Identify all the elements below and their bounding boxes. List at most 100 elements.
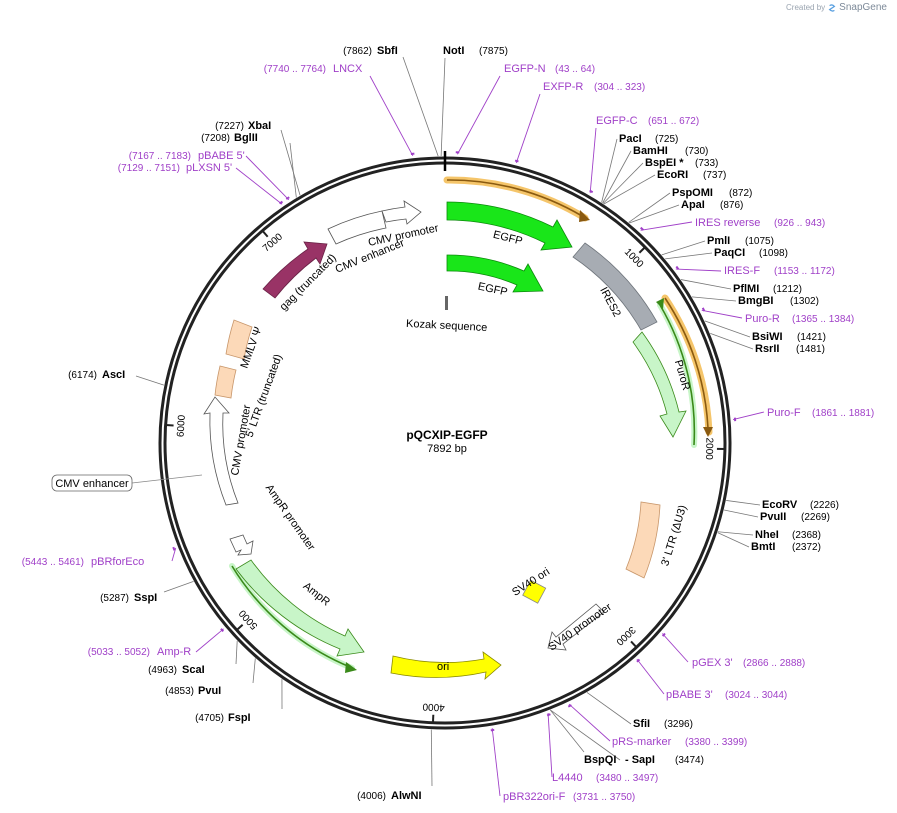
site-label-xbai: (7227) xyxy=(215,121,244,132)
feature-label-kozak: Kozak sequence xyxy=(406,318,488,334)
site-name-sfii: SfiI xyxy=(633,718,650,730)
primer-range-plxsn-5: (7129 .. 7151) xyxy=(118,163,180,174)
feature-label-cmv-enhancer-box: CMV enhancer xyxy=(55,478,129,490)
primer-name-egfp-n: EGFP-N xyxy=(504,63,546,75)
site-connector xyxy=(661,240,706,256)
site-connector xyxy=(717,531,754,536)
ampr-arrow xyxy=(235,559,365,657)
primer-mark xyxy=(567,704,572,708)
primer-connector xyxy=(245,155,290,201)
snapgene-logo-icon xyxy=(828,3,836,12)
tick-label: 6000 xyxy=(175,414,187,437)
site-label-pvuii: (2269) xyxy=(801,512,830,523)
cmv-enhancer-label-box: CMV enhancer xyxy=(51,474,203,492)
plasmid-size: 7892 bp xyxy=(427,443,467,455)
site-connector xyxy=(280,129,301,196)
primer-name-exfp-r: EXFP-R xyxy=(543,81,583,93)
site-name-bamhi: BamHI xyxy=(633,145,668,157)
primer-connector xyxy=(195,628,224,653)
primer-range-puro-f: (1861 .. 1881) xyxy=(812,408,874,419)
site-name-alwni: AlwNI xyxy=(391,790,422,802)
primer-name-plxsn-5: pLXSN 5' xyxy=(186,162,232,174)
site-connector xyxy=(628,192,671,223)
primer-range-pbrforeco: (5443 .. 5461) xyxy=(22,557,84,568)
primer-name-ires-reverse: IRES reverse xyxy=(695,217,760,229)
feature-label-cmv-promoter-left: CMV promoter xyxy=(229,404,253,477)
primer-name-egfp-c: EGFP-C xyxy=(596,115,638,127)
site-name-fspi: FspI xyxy=(228,712,251,724)
primer-connector xyxy=(701,309,743,319)
credit-prefix: Created by xyxy=(786,3,826,12)
orf-arc-green-left-core xyxy=(231,565,351,668)
tick-mark xyxy=(165,423,174,427)
primer-mark xyxy=(636,658,641,663)
site-name-pvui: PvuI xyxy=(198,685,221,697)
primer-name-prs-marker: pRS-marker xyxy=(612,736,672,748)
site-name-apai: ApaI xyxy=(681,199,705,211)
ampr-promoter-arrow xyxy=(229,534,254,556)
site-label-pflmi: (1212) xyxy=(773,284,802,295)
primer-mark xyxy=(490,728,495,732)
site-connector xyxy=(726,500,761,506)
kozak-mark xyxy=(445,296,448,310)
site-label-bamhi: (730) xyxy=(685,146,708,157)
snapgene-credit: Created by SnapGene xyxy=(786,2,887,13)
feature-label-ampr-promoter: AmpR promoter xyxy=(263,482,318,553)
site-connector xyxy=(704,320,751,338)
primer-connector xyxy=(636,658,665,695)
primer-mark xyxy=(285,196,290,200)
primer-connector xyxy=(640,221,693,231)
primer-mark xyxy=(675,265,680,270)
site-connector xyxy=(550,709,585,753)
primer-name-ires-f: IRES-F xyxy=(724,265,760,277)
primer-name-puro-r: Puro-R xyxy=(745,313,780,325)
site-label-rsrii: (1481) xyxy=(796,344,825,355)
orf-arc-right-head xyxy=(703,427,713,437)
feature-label-sv40-promoter: SV40 promoter xyxy=(546,601,614,653)
primer-mark xyxy=(640,226,644,231)
site-name-xbai: XbaI xyxy=(248,120,271,132)
site-label-sspi: (5287) xyxy=(100,593,129,604)
puror-arrow xyxy=(632,331,687,438)
egfp-outer-arrow xyxy=(446,201,573,251)
site-label-apai: (876) xyxy=(720,200,743,211)
ltr5-block xyxy=(214,365,237,399)
tick-label: 2000 xyxy=(703,437,714,460)
site-name-paqci: PaqCI xyxy=(714,247,745,259)
site-connector xyxy=(710,333,754,350)
primer-range-pbr322ori-f: (3731 .. 3750) xyxy=(573,792,635,803)
site-name-pmli: PmlI xyxy=(707,235,730,247)
ires2-block xyxy=(572,242,658,331)
cmv-promoter-left-arrow xyxy=(203,396,239,506)
feature-label-egfp-inner: EGFP xyxy=(477,281,509,299)
site-label-ecori: (737) xyxy=(703,170,726,181)
primer-range-ires-f: (1153 .. 1172) xyxy=(774,266,835,277)
site-label-pvui: (4853) xyxy=(165,686,194,697)
primer-connector xyxy=(589,127,597,194)
tick-mark xyxy=(261,230,269,238)
primer-mark xyxy=(589,189,594,194)
site-label-sfii: (3296) xyxy=(664,719,693,730)
site-label-paci: (725) xyxy=(655,134,678,145)
orf-arc-green-right-core xyxy=(659,304,696,446)
site-connector xyxy=(602,150,632,204)
feature-label-ltr3: 3' LTR (ΔU3) xyxy=(659,504,689,568)
site-name-nhei: NheI xyxy=(755,529,779,541)
site-name-bspei: BspEI * xyxy=(645,157,684,169)
credit-brand: SnapGene xyxy=(839,2,887,13)
site-connector xyxy=(723,509,759,518)
primer-range-pgex-3: (2866 .. 2888) xyxy=(743,658,805,669)
primer-connector xyxy=(568,703,611,742)
primer-range-puro-r: (1365 .. 1384) xyxy=(792,314,854,325)
primer-connector xyxy=(675,268,722,272)
site-connector xyxy=(691,296,737,302)
site-label-ecorv: (2226) xyxy=(810,500,839,511)
site-name-sbfi: SbfI xyxy=(377,45,398,57)
site-connector xyxy=(235,640,238,665)
site-name-bsiwi: BsiWI xyxy=(752,331,783,343)
site-label-fspi: (4705) xyxy=(195,713,224,724)
primer-mark xyxy=(172,546,176,551)
site-label-paqci: (1098) xyxy=(759,248,788,259)
primer-connector xyxy=(732,411,765,420)
